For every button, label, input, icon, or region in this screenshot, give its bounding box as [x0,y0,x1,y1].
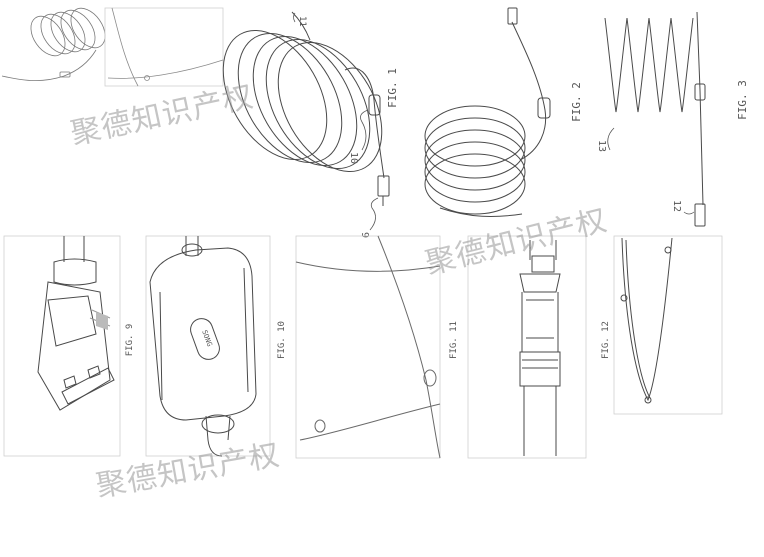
fig1-leader-10 [360,109,369,151]
fig3-wave-drawing [604,11,706,227]
fig12-v-wire-drawing [620,237,673,404]
fig9-usb-plug-drawing [37,236,115,411]
fig2-coil-drawing [424,7,551,217]
fig10-caption: FIG. 10 [277,321,287,359]
fig11-wire-detail-drawing [295,235,441,459]
fig10-box-text: SONG [200,329,213,348]
fig12-caption: FIG. 12 [601,321,611,359]
fig1-ref-10: 10 [348,152,359,164]
fig1-caption: FIG. 1 [386,68,399,108]
fig10-inline-box-drawing [149,236,257,457]
fig3-leader-12 [683,211,695,215]
fig9-caption: FIG. 9 [125,324,135,357]
thumbnail-coil-small [1,7,106,82]
fig3-leader-13 [607,127,615,151]
connector-plug-drawing [519,240,561,456]
bottom-panel-frames [3,235,723,459]
fig1-coil-drawing [222,11,390,206]
fig11-caption: FIG. 11 [449,321,459,359]
fig3-ref-13: 13 [596,140,607,152]
fig3-ref-12: 12 [671,200,682,212]
fig1-ref-11: 11 [297,16,307,27]
fig1-leader-9 [369,197,379,231]
fig3-caption: FIG. 3 [736,80,749,120]
fig1-leader-11 [293,12,296,23]
fig2-caption: FIG. 2 [570,82,583,122]
thumbnail-wire-detail [104,7,224,87]
fig1-ref-9: 9 [359,232,370,238]
